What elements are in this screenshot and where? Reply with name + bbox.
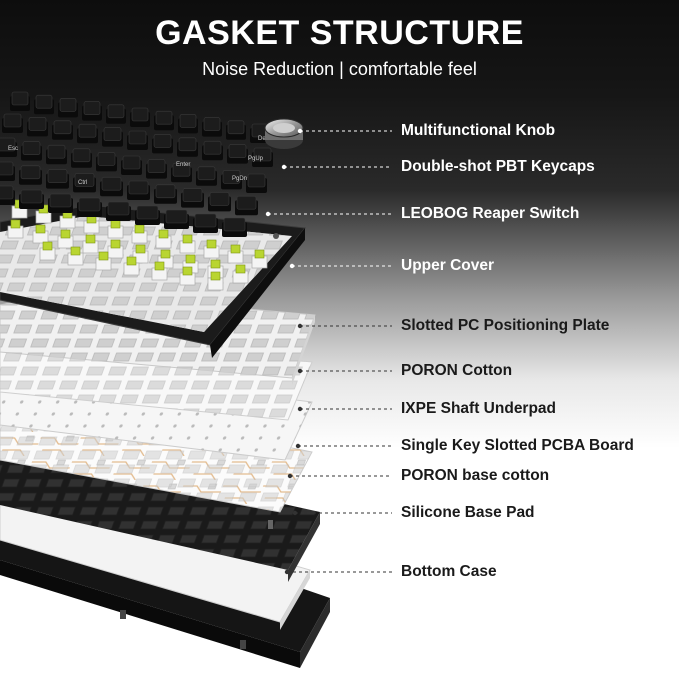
reaper-switch	[107, 219, 124, 239]
keycap	[226, 120, 246, 140]
keycap	[202, 140, 223, 161]
keycap	[10, 91, 30, 111]
keycap	[127, 130, 148, 150]
label-upper-cover: Upper Cover	[401, 257, 495, 274]
keycap	[21, 141, 42, 161]
label-pcba-board: Single Key Slotted PCBA Board	[401, 437, 634, 454]
keycap	[222, 217, 247, 237]
keycap	[46, 144, 67, 165]
diagram-title: GASKET STRUCTURE	[155, 14, 524, 52]
leader-lines	[265, 128, 392, 575]
keycap	[196, 166, 217, 186]
label-poron-base-cotton: PORON base cotton	[401, 467, 550, 484]
keycap	[252, 147, 273, 167]
keycap-legend: Ctrl	[78, 180, 87, 186]
label-keycaps: Double-shot PBT Keycaps	[401, 158, 595, 175]
keycap	[202, 117, 222, 137]
keycap	[0, 137, 17, 157]
keycap-legend: Del	[258, 136, 267, 142]
label-pc-positioning-plate: Slotted PC Positioning Plate	[401, 317, 610, 334]
keycap	[77, 197, 102, 217]
keycap	[154, 184, 177, 204]
keycap	[19, 165, 42, 185]
keycap	[0, 161, 15, 181]
keycap	[152, 134, 173, 154]
keycap	[227, 144, 248, 164]
keycap	[27, 117, 48, 137]
keycap	[82, 101, 102, 121]
keycap	[181, 188, 204, 208]
keycap	[71, 148, 92, 168]
reaper-switch	[39, 241, 56, 261]
keycap	[106, 201, 131, 221]
reaper-switch	[131, 224, 148, 244]
keycap-legend: PgUp	[248, 156, 264, 162]
keycap	[127, 180, 150, 200]
keycap-legend: Esc	[8, 146, 18, 152]
keycap	[58, 98, 78, 118]
keycap	[34, 94, 54, 115]
keycap	[96, 152, 117, 172]
reaper-switch	[82, 234, 99, 254]
label-poron-cotton: PORON Cotton	[401, 362, 513, 379]
reaper-switch	[232, 264, 249, 284]
keycap	[146, 159, 167, 179]
keycap	[102, 127, 123, 147]
reaper-switch	[57, 229, 74, 249]
reaper-switch	[123, 256, 140, 276]
reaper-switch	[95, 251, 112, 271]
keycap	[73, 173, 96, 193]
label-reaper-switch: LEOBOG Reaper Switch	[401, 205, 580, 222]
keycap-legend: Enter	[176, 162, 190, 168]
reaper-switch	[251, 249, 268, 269]
keycap	[177, 137, 198, 157]
keycap	[106, 104, 126, 124]
reaper-switch	[155, 229, 172, 249]
label-bottom-case: Bottom Case	[401, 563, 497, 580]
keycap	[171, 162, 192, 183]
keycap	[154, 110, 174, 131]
keycap	[121, 155, 142, 175]
reaper-switch	[7, 219, 24, 239]
diagram-subtitle: Noise Reduction | comfortable feel	[202, 59, 477, 79]
keycap	[52, 120, 73, 140]
keycap	[130, 107, 150, 127]
keycap	[48, 193, 73, 213]
label-multifunctional-knob: Multifunctional Knob	[401, 122, 556, 139]
keycap	[100, 176, 123, 197]
keycap	[221, 170, 242, 190]
reaper-switch	[179, 234, 196, 254]
keycap	[0, 185, 15, 205]
layer-poron-base-cotton	[0, 448, 320, 582]
reaper-switch	[227, 244, 244, 264]
keycap	[193, 213, 218, 233]
keycap	[77, 123, 98, 144]
reaper-switch	[107, 239, 124, 259]
keycap	[2, 113, 23, 133]
keycap	[208, 192, 231, 212]
keycap	[135, 205, 160, 225]
reaper-switch	[59, 209, 76, 229]
reaper-switch	[67, 246, 84, 266]
keycap	[19, 189, 44, 209]
keycap	[178, 114, 198, 134]
keycap	[164, 209, 189, 229]
keycap-legend: PgDn	[232, 176, 247, 182]
label-silicone-base-pad: Silicone Base Pad	[401, 504, 535, 521]
keycap	[235, 195, 258, 216]
reaper-switch	[32, 224, 49, 244]
reaper-switch	[179, 266, 196, 286]
reaper-switch	[203, 239, 220, 259]
label-ixpe-underpad: IXPE Shaft Underpad	[401, 400, 557, 417]
multifunctional-knob-icon	[264, 118, 304, 149]
keycap	[246, 173, 267, 193]
reaper-switch	[207, 271, 224, 291]
reaper-switch	[151, 261, 168, 281]
keycap	[46, 169, 69, 189]
